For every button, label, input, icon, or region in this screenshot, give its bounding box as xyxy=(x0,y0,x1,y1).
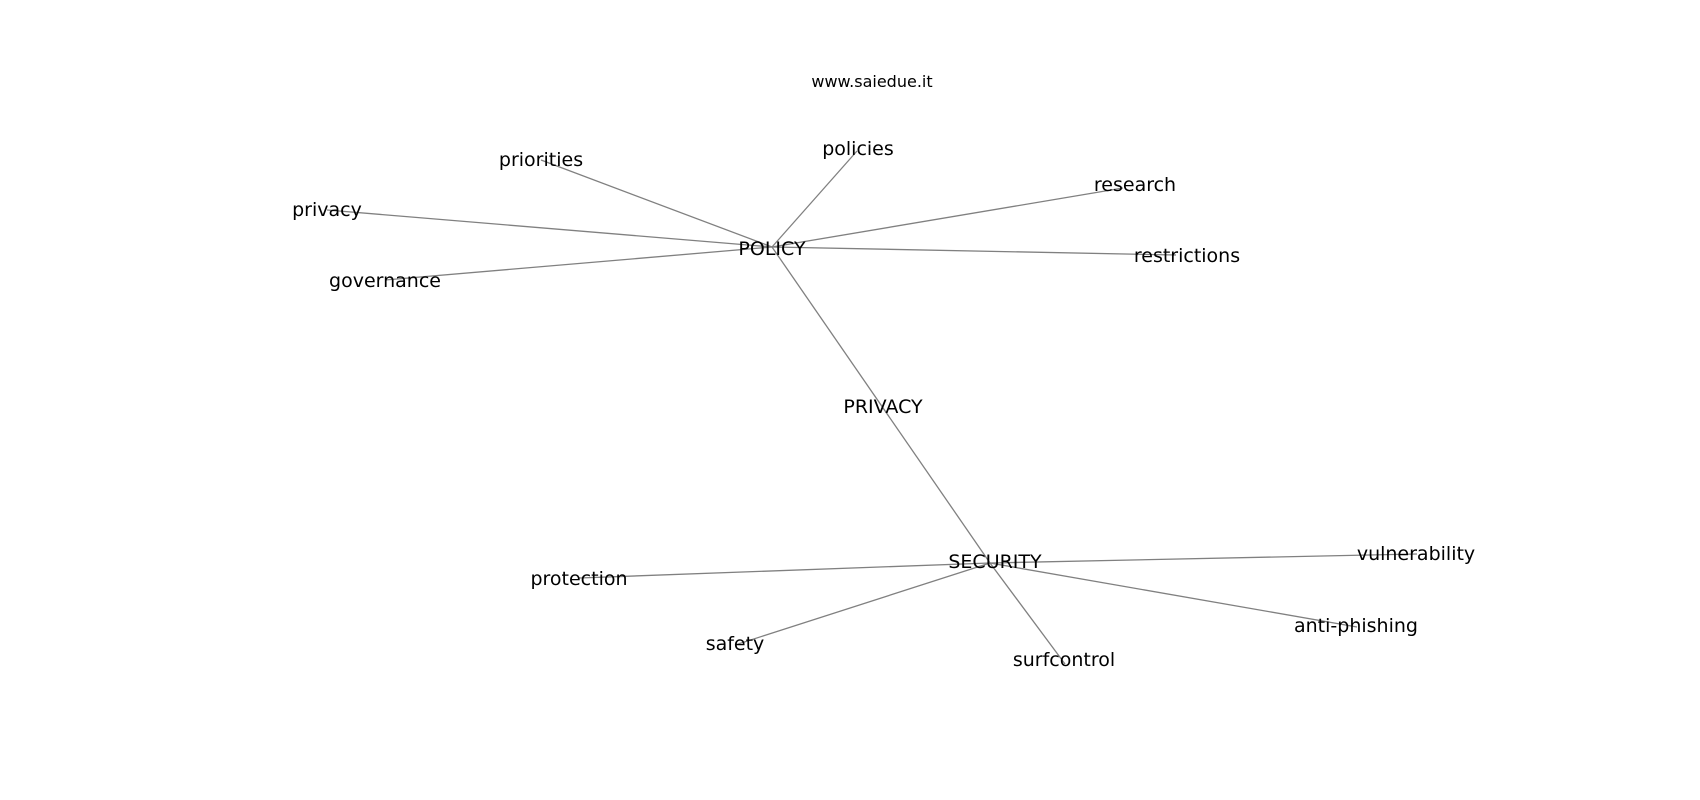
edge-security-surfcontrol xyxy=(989,562,1066,665)
edge-policy-security xyxy=(771,246,991,564)
edge-security-protection xyxy=(578,562,991,579)
node-label-restrictions: restrictions xyxy=(1134,245,1240,267)
node-label-privacy: PRIVACY xyxy=(843,396,923,418)
node-label-governance: governance xyxy=(329,270,441,292)
graph-node-labels: POLICY PRIVACY SECURITY priorities policies r… xyxy=(292,138,1475,671)
node-label-policies: policies xyxy=(822,138,894,160)
node-label-safety: safety xyxy=(706,633,765,655)
node-label-priorities: priorities xyxy=(499,149,583,171)
edge-policy-restrictions xyxy=(771,246,1177,256)
node-label-research: research xyxy=(1094,174,1176,196)
node-label-privacy: privacy xyxy=(292,199,362,221)
node-label-anti-phishing: anti-phishing xyxy=(1294,615,1418,637)
node-label-security: SECURITY xyxy=(948,551,1042,573)
edge-policy-research xyxy=(771,187,1124,248)
edge-policy-priorities xyxy=(540,159,773,248)
edge-security-vulnerability xyxy=(989,553,1418,564)
graph-edges xyxy=(326,150,1418,665)
edge-policy-governance xyxy=(384,246,773,281)
edge-security-anti-phishing xyxy=(989,562,1358,628)
edge-policy-policies xyxy=(771,150,858,248)
node-label-protection: protection xyxy=(530,568,627,590)
node-label-surfcontrol: surfcontrol xyxy=(1013,649,1115,671)
node-label-policy: POLICY xyxy=(738,238,806,260)
edge-security-safety xyxy=(734,562,991,646)
edge-policy-privacy xyxy=(326,209,773,248)
watermark: www.saiedue.it xyxy=(0,72,1700,91)
watermark-text: www.saiedue.it xyxy=(811,72,933,91)
node-label-vulnerability: vulnerability xyxy=(1357,543,1475,565)
